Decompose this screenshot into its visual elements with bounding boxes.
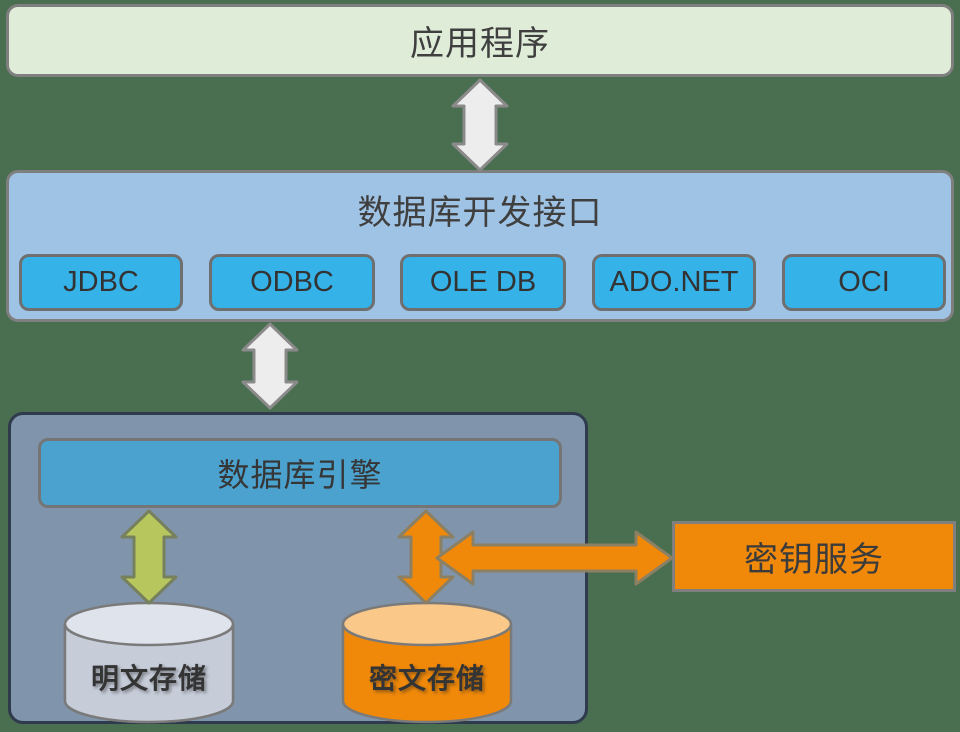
interface-item-label: OCI (838, 266, 890, 298)
interface-title: 数据库开发接口 (357, 194, 603, 232)
interface-item-label: JDBC (63, 266, 139, 298)
interface-item-label: OLE DB (429, 266, 537, 298)
interface-item-label: ODBC (250, 266, 334, 298)
interface-item-label: ADO.NET (609, 266, 739, 298)
cipher-storage-label: 密文存储 (368, 663, 485, 694)
plain-storage-label: 明文存储 (90, 663, 207, 694)
interface-item-jdbc: JDBC (19, 254, 183, 311)
engine-label: 数据库引擎 (217, 457, 383, 493)
interface-item-odbc: ODBC (209, 254, 375, 311)
key-service-box: 密钥服务 (672, 521, 956, 592)
arrow-interface-engine-icon (241, 322, 299, 410)
interface-item-oci: OCI (782, 254, 946, 311)
arrow-app-interface-icon (451, 78, 509, 172)
application-box: 应用程序 (6, 4, 954, 77)
engine-box: 数据库引擎 (38, 438, 562, 508)
interface-item-oledb: OLE DB (400, 254, 566, 311)
application-label: 应用程序 (410, 25, 550, 63)
interface-box: 数据库开发接口 JDBC ODBC OLE DB ADO.NET OCI (6, 170, 954, 322)
interface-item-adonet: ADO.NET (592, 254, 756, 311)
key-service-label: 密钥服务 (744, 541, 884, 579)
